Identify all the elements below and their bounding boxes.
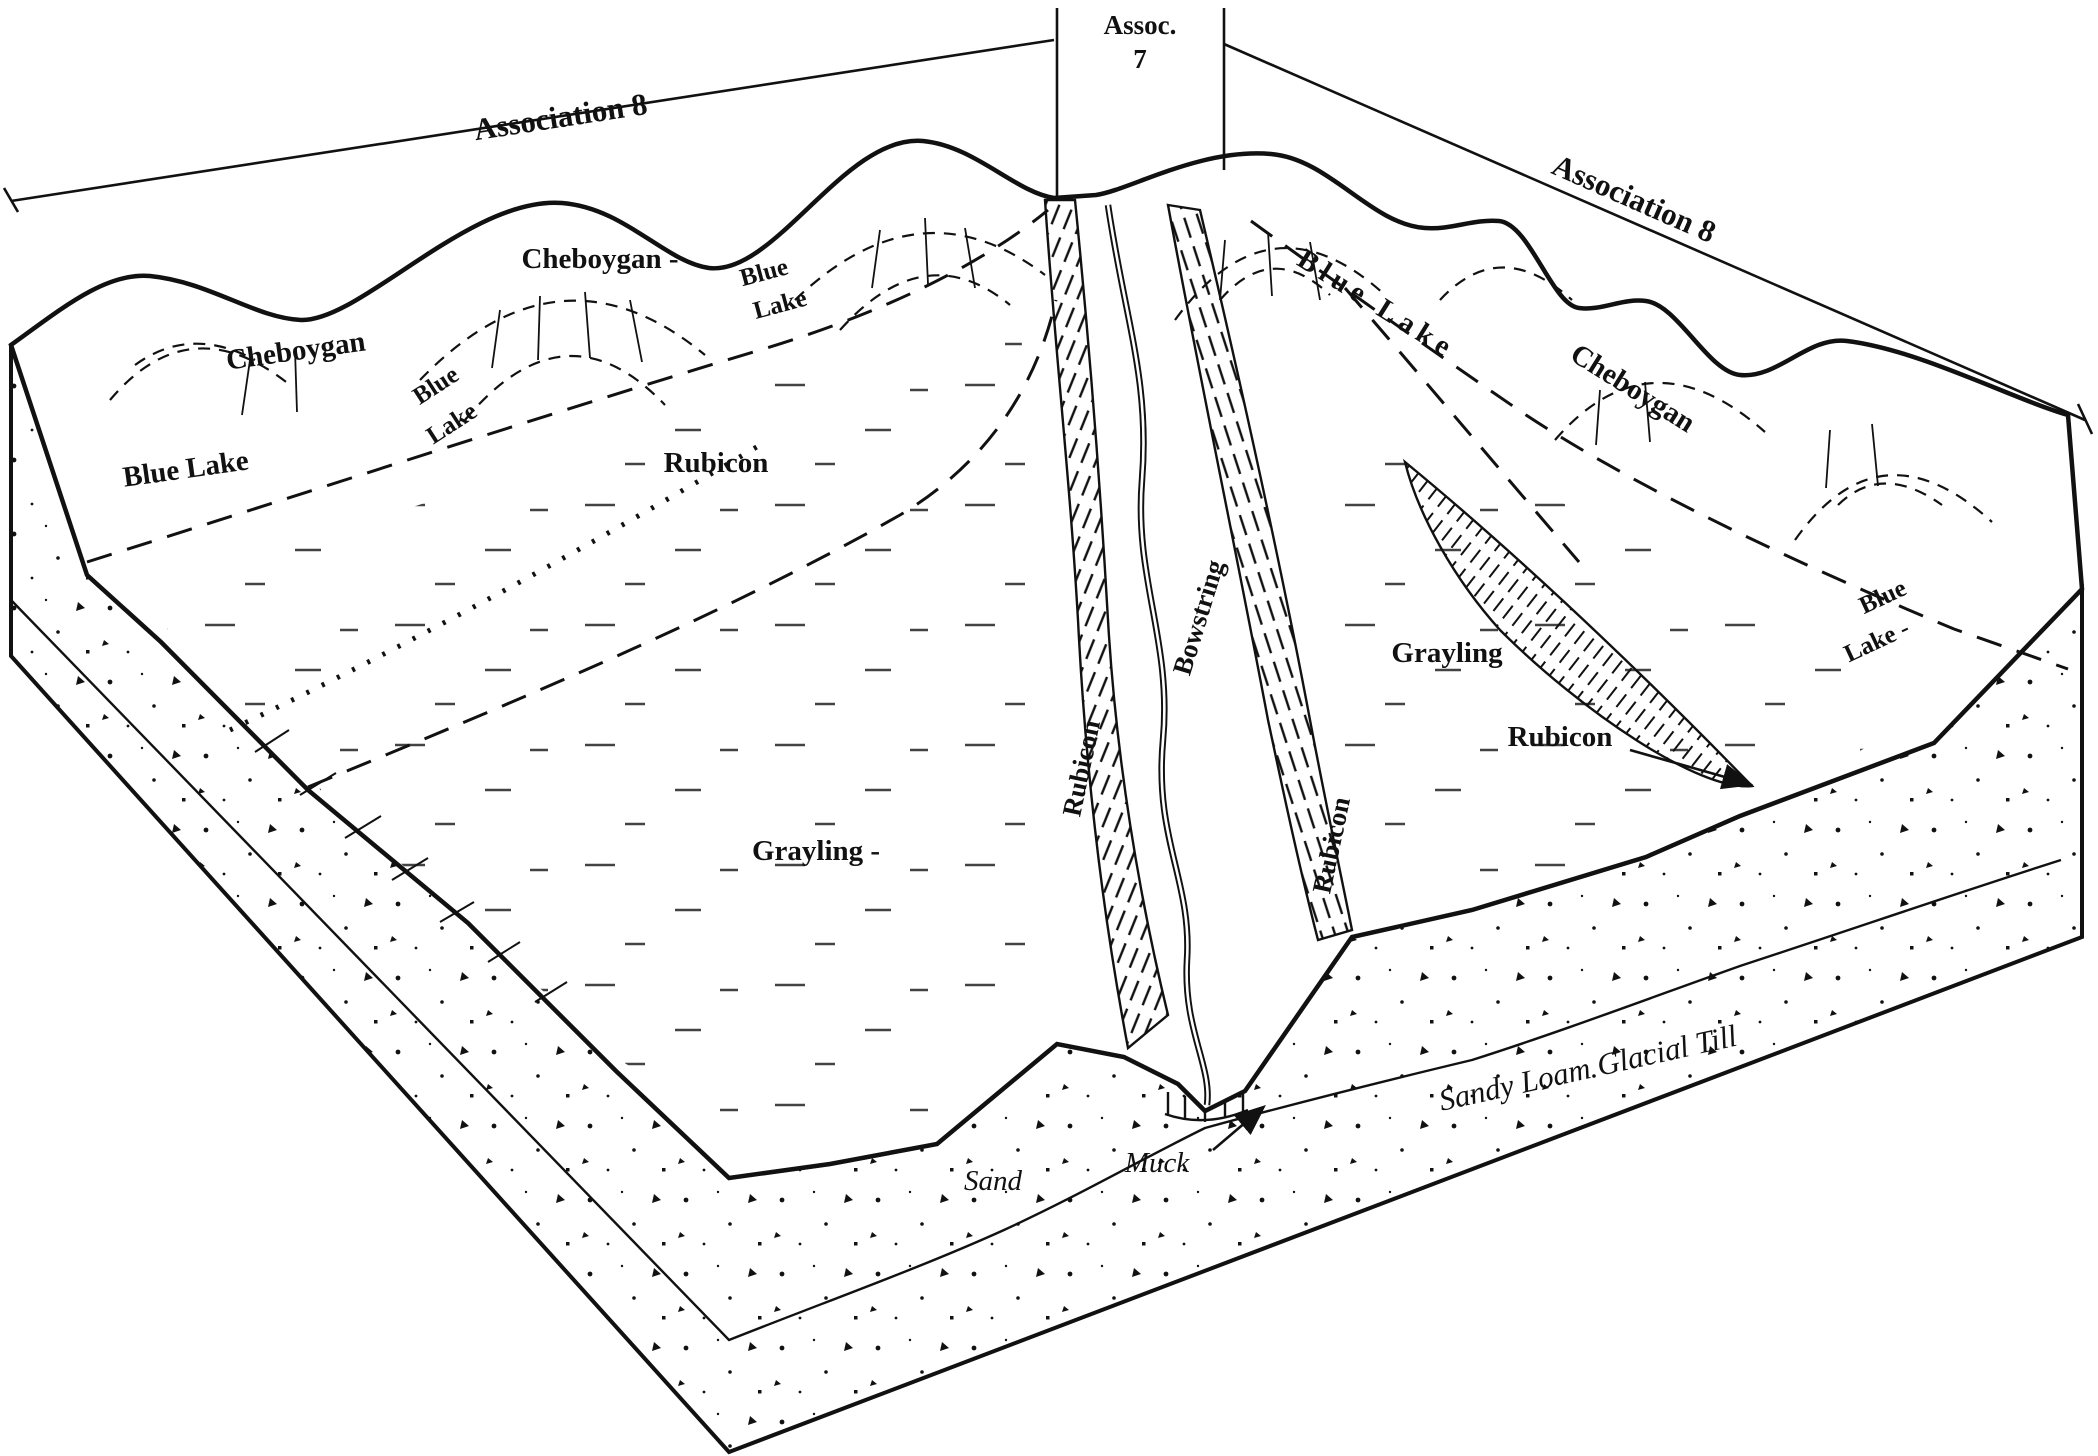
bowstring-stream-water: [1106, 204, 1209, 1106]
scarp-ticks-left-front: [254, 729, 568, 1003]
ridge-shape: [1402, 458, 1755, 788]
assoc8-left-tick: [2, 187, 20, 213]
assoc8-right-line: [1223, 42, 2086, 422]
stream-valley: [1043, 198, 1354, 1106]
front-face-speckles: [11, 345, 2082, 1452]
hill-contour-arcs: [109, 231, 1993, 541]
boundary-rubicon-grayling: [307, 299, 1058, 789]
label-cheboygan-top: Cheboygan -: [521, 243, 678, 275]
boundary-hills-right: [1250, 219, 2069, 671]
label-rubicon-ridge: Rubicon: [1508, 721, 1613, 753]
label-association8-left: Association 8: [471, 86, 649, 147]
label-association8-right: Association 8: [1547, 147, 1721, 250]
label-grayling-left: Grayling -: [752, 835, 880, 867]
boundary-bluelake-right: [1343, 287, 1581, 563]
label-assoc7-line1: Assoc.: [1104, 10, 1177, 40]
till-boundary-line: [10, 599, 2062, 1342]
label-sand: Sand: [964, 1165, 1023, 1197]
boundary-dotted-band: [228, 442, 762, 733]
leader-arrows: [1212, 748, 1754, 1151]
hill-radial-strokes: [241, 217, 1879, 489]
label-grayling-right: Grayling: [1391, 637, 1503, 669]
label-muck: Muck: [1124, 1147, 1191, 1179]
dimension-lines: [2, 8, 2094, 435]
valley-escarpment-right: [1166, 203, 1354, 942]
rubicon-ridge-arrow: [1629, 748, 1754, 790]
assoc8-left-line: [10, 38, 1055, 203]
label-rubicon-plain-left: Rubicon: [664, 447, 769, 479]
rubicon-ridge: [1402, 458, 1755, 788]
hill-contours: [109, 217, 1993, 541]
valley-escarpment-left: [1043, 198, 1170, 1051]
muck-arrow: [1212, 1104, 1266, 1151]
boundary-hills-left: [86, 208, 1049, 564]
assoc8-right-tick: [2076, 403, 2094, 435]
plain-texture-left: [140, 300, 1050, 1150]
label-assoc7-line2: 7: [1133, 44, 1147, 74]
soil-boundaries: [86, 208, 2069, 1003]
